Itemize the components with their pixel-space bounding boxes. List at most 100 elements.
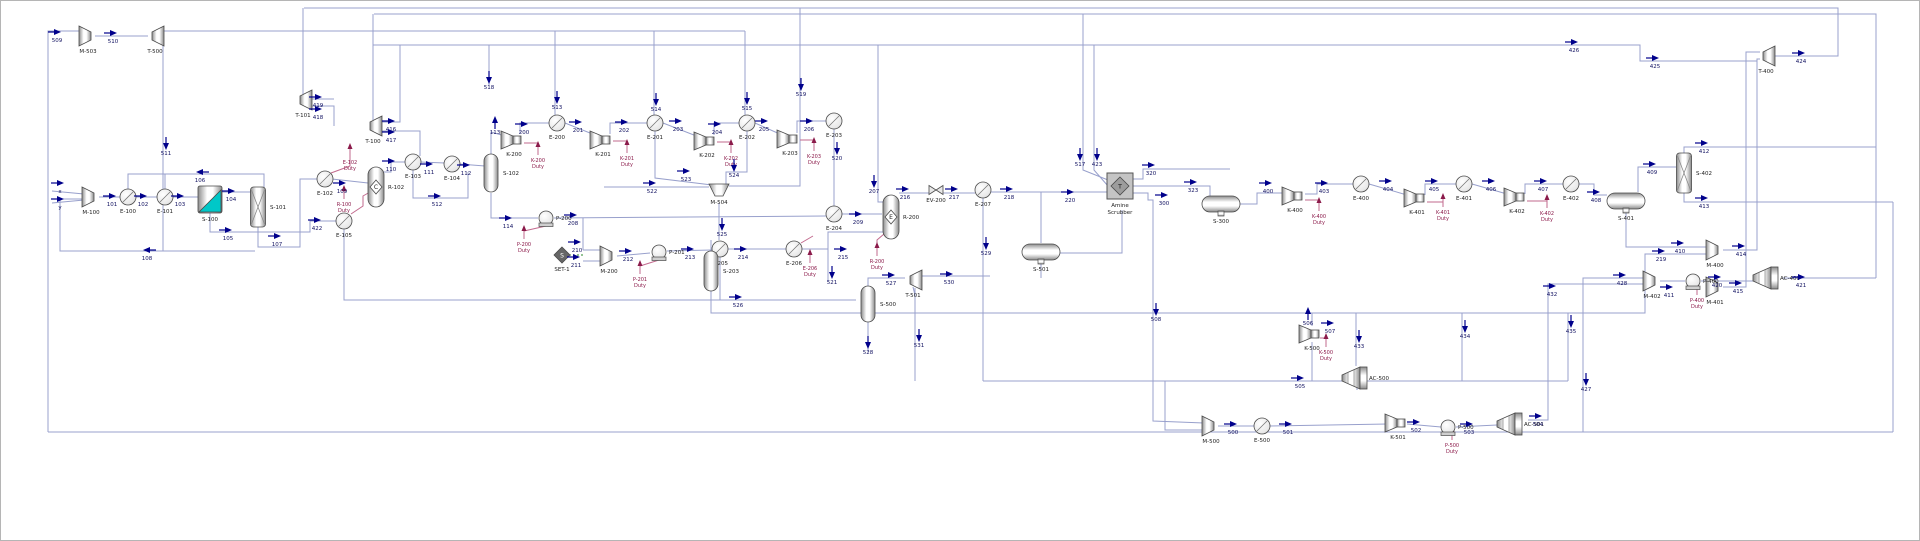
stream-525[interactable]: 525	[717, 218, 728, 238]
stream-408[interactable]: 408	[1587, 189, 1602, 204]
unit-e-203[interactable]: E-203	[825, 112, 842, 139]
unit-ac-501[interactable]: AC-501	[1496, 412, 1544, 436]
stream-112[interactable]: 112	[457, 162, 471, 177]
stream-410[interactable]: 410	[1671, 240, 1686, 255]
stream-426[interactable]: 426	[1565, 39, 1580, 54]
stream-213[interactable]: 213	[681, 246, 696, 261]
unit-e-202[interactable]: E-202	[738, 114, 756, 141]
stream-501[interactable]: 501	[1279, 421, 1293, 436]
unit-s-500[interactable]: S-500	[860, 285, 896, 323]
stream-220[interactable]: 220	[1061, 189, 1076, 204]
stream-105[interactable]: 105	[219, 227, 234, 242]
stream-111[interactable]: 111	[420, 161, 434, 176]
stream-434[interactable]: 434	[1460, 320, 1471, 340]
unit-s-100[interactable]: S-100	[197, 185, 223, 223]
stream-218[interactable]: 218	[1000, 186, 1015, 201]
stream-215[interactable]: 215	[834, 246, 849, 261]
unit-e-206[interactable]: E-206	[785, 240, 802, 267]
unit-k-200[interactable]: K-200	[500, 130, 522, 158]
stream-509[interactable]: 509	[48, 29, 63, 44]
unit-e-102[interactable]: E-102	[316, 170, 334, 197]
stream-524[interactable]: 524	[729, 159, 740, 179]
stream-513[interactable]: 513	[552, 91, 563, 111]
stream-202[interactable]: 202	[615, 119, 629, 134]
stream-411[interactable]: 411	[1660, 284, 1674, 299]
stream-209[interactable]: 209	[849, 211, 864, 226]
stream-320[interactable]: 320	[1142, 162, 1157, 177]
stream-412[interactable]: 412	[1695, 140, 1709, 155]
stream-201[interactable]: 201	[569, 119, 583, 134]
stream-522[interactable]: 522	[643, 180, 657, 195]
stream-505[interactable]: 505	[1291, 375, 1306, 390]
unit-s-203[interactable]: S-203	[703, 250, 739, 292]
unit-s-300[interactable]: S-300	[1201, 195, 1241, 225]
unit-s-101[interactable]: S-101	[250, 186, 286, 228]
stream-217[interactable]: 217	[945, 186, 960, 201]
stream-508[interactable]: 508	[1151, 303, 1162, 323]
stream-405[interactable]: 405	[1425, 178, 1440, 193]
stream-219[interactable]: 219	[1652, 248, 1667, 263]
stream-521[interactable]: 521	[827, 266, 838, 286]
stream-204[interactable]: 204	[708, 121, 723, 136]
stream-433[interactable]: 433	[1354, 330, 1365, 350]
unit-e-204[interactable]: E-204	[825, 205, 842, 232]
stream-208[interactable]: 208	[564, 212, 579, 227]
unit-e-101[interactable]: E-101	[156, 188, 174, 215]
stream-512[interactable]: 512	[428, 193, 442, 208]
stream-417[interactable]: 417	[382, 129, 397, 144]
unit-m-401[interactable]: M-401	[1705, 276, 1724, 306]
stream-530[interactable]: 530	[940, 271, 955, 286]
stream-423[interactable]: 423	[1092, 148, 1103, 168]
stream-300[interactable]: 300	[1155, 192, 1170, 207]
stream-518[interactable]: 518	[484, 71, 495, 91]
stream-211[interactable]: 211	[567, 254, 581, 269]
stream-323[interactable]: 323	[1184, 179, 1199, 194]
stream-200[interactable]: 200	[515, 121, 530, 136]
unit-e-200[interactable]: E-200	[548, 114, 565, 141]
unit-s-102[interactable]: S-102	[483, 153, 519, 193]
unit-ev-200[interactable]: EV-200	[926, 184, 946, 205]
stream-210[interactable]: 210	[568, 239, 583, 254]
unit-e-100[interactable]: E-100	[119, 188, 136, 215]
stream-108[interactable]: 108	[142, 247, 156, 262]
stream-216[interactable]: 216	[896, 186, 911, 201]
unit-m-400[interactable]: M-400	[1705, 239, 1724, 269]
stream-523[interactable]: 523	[677, 168, 692, 183]
unit-t-101[interactable]: T-101	[294, 89, 313, 119]
unit-e-207[interactable]: E-207	[974, 181, 991, 208]
unit-m-504[interactable]: M-504	[708, 183, 730, 206]
stream-106[interactable]: 106	[195, 169, 209, 184]
unit-e-201[interactable]: E-201	[646, 114, 664, 141]
stream-421[interactable]: 421	[1792, 274, 1806, 289]
stream-506[interactable]: 506	[1303, 307, 1314, 327]
stream-422[interactable]: 422	[308, 217, 322, 232]
stream-435[interactable]: 435	[1566, 315, 1577, 335]
stream-432[interactable]: 432	[1543, 283, 1557, 298]
stream-531[interactable]: 531	[914, 329, 925, 349]
stream-502[interactable]: 502	[1407, 419, 1421, 434]
unit-k-501[interactable]: K-501	[1384, 413, 1406, 441]
stream-425[interactable]: 425	[1646, 55, 1661, 70]
unit-s-402[interactable]: S-402	[1676, 152, 1712, 194]
stream-212[interactable]: 212	[619, 248, 633, 263]
unit-k-203[interactable]: K-203	[776, 129, 798, 157]
unit-e-401[interactable]: E-401	[1455, 175, 1473, 202]
unit-p-500[interactable]: P-500	[1440, 419, 1474, 436]
unit-t-100[interactable]: T-100	[364, 115, 383, 145]
stream-504[interactable]: 504	[1529, 413, 1544, 428]
unit-m-503[interactable]: M-503	[78, 25, 97, 55]
stream-113[interactable]: 113	[490, 116, 501, 136]
unit-p-200[interactable]: P-200	[538, 210, 572, 227]
stream-510[interactable]: 510	[104, 30, 119, 45]
stream-400[interactable]: 400	[1259, 180, 1274, 195]
unit-m-402[interactable]: M-402	[1642, 270, 1661, 300]
stream-y[interactable]: y	[51, 196, 64, 211]
